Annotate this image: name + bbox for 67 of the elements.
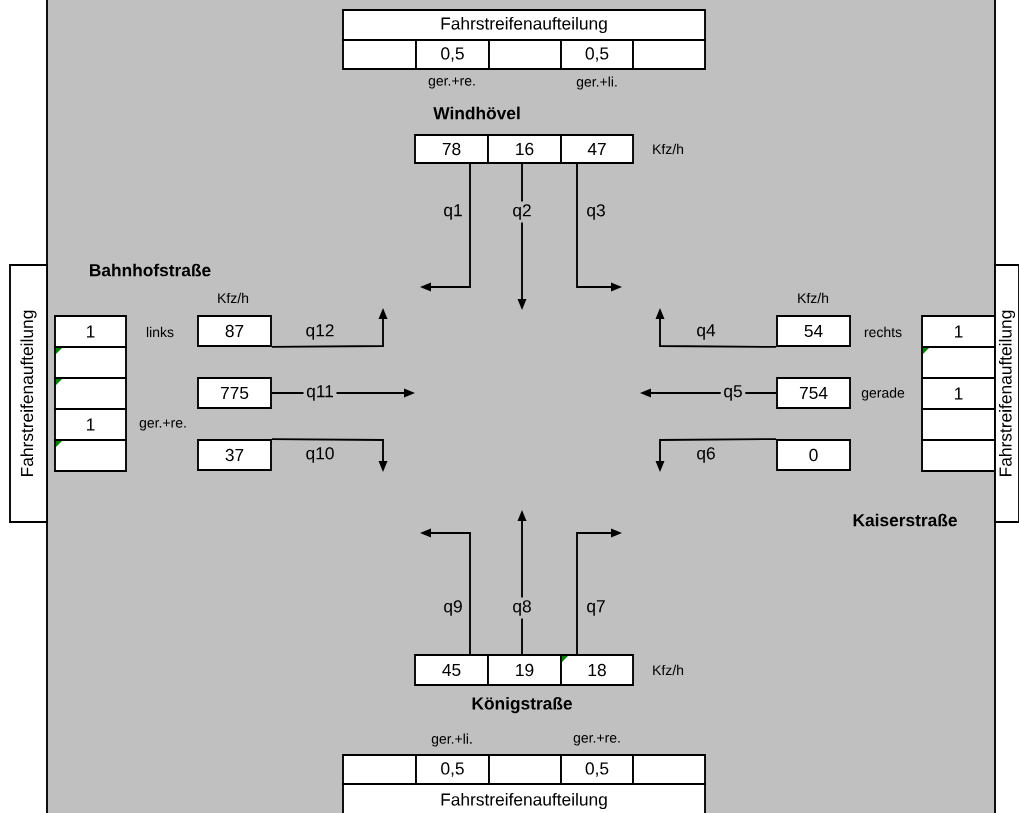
- table-cell: [921, 439, 996, 472]
- lane-label: ger.+re.: [139, 419, 186, 431]
- table-cell: 0,5: [415, 754, 490, 785]
- street-name: Windhövel: [433, 106, 520, 120]
- lane-label: Kfz/h: [653, 143, 684, 155]
- table-cell: [54, 439, 127, 472]
- volume-cell: 775: [197, 377, 272, 409]
- table-cell: [54, 377, 127, 410]
- table-cell: [632, 39, 706, 70]
- edge-label: q1: [444, 204, 462, 220]
- lane-label: ger.+li.: [576, 76, 617, 90]
- table-cell: [632, 754, 706, 785]
- table-cell: 1: [921, 377, 996, 410]
- edge-label: q8: [509, 597, 535, 619]
- street-name: Königstraße: [472, 696, 572, 714]
- lane-label: ger.+li.: [431, 733, 472, 747]
- edge-label: q12: [306, 324, 334, 340]
- street-name: Kaiserstraße: [853, 513, 957, 527]
- street-name: Bahnhofstraße: [90, 263, 211, 277]
- edge-label: q9: [444, 600, 462, 616]
- arrow: [576, 163, 622, 292]
- volume-cell: 18: [560, 654, 634, 686]
- volume-cell: 754: [776, 377, 851, 409]
- volume-cell: 0: [776, 439, 851, 471]
- table-cell: 1: [54, 315, 127, 348]
- volume-cell: 16: [487, 134, 562, 164]
- table-cell: [342, 754, 417, 785]
- volume-cell: 37: [197, 439, 272, 471]
- table-cell: [342, 39, 417, 70]
- lane-label: gerade: [861, 387, 905, 401]
- table-cell: 0,5: [560, 39, 634, 70]
- table-cell: [488, 754, 562, 785]
- lane-label: ger.+re.: [573, 734, 620, 746]
- arrow: [271, 438, 388, 472]
- table-cell: 1: [921, 315, 996, 348]
- table-cell: 1: [54, 408, 127, 441]
- edge-label: q3: [587, 204, 605, 220]
- volume-cell: 87: [197, 315, 272, 347]
- table-cell: 0,5: [415, 39, 490, 70]
- table-cell: [921, 408, 996, 441]
- lane-label: Kfz/h: [798, 292, 829, 304]
- table-cell: [54, 346, 127, 379]
- volume-cell: 19: [487, 654, 562, 686]
- lane-label: rechts: [864, 326, 902, 338]
- header-cell: Fahrstreifenaufteilung: [9, 264, 48, 523]
- table-cell: [921, 346, 996, 379]
- volume-cell: 47: [560, 134, 634, 164]
- edge-label: q6: [697, 447, 715, 463]
- arrow: [576, 528, 622, 655]
- lane-label: Kfz/h: [653, 664, 684, 676]
- lane-label: links: [146, 326, 174, 338]
- lane-label: ger.+re.: [428, 77, 475, 89]
- table-cell: [488, 39, 562, 70]
- arrow: [420, 163, 471, 292]
- lane-label: Kfz/h: [218, 292, 249, 304]
- volume-cell: 45: [414, 654, 489, 686]
- edge-label: q10: [306, 447, 334, 463]
- arrow: [271, 308, 388, 348]
- arrow: [655, 308, 777, 348]
- volume-cell: 78: [414, 134, 489, 164]
- table-cell: 0,5: [560, 754, 634, 785]
- arrow: [420, 528, 471, 655]
- arrow: [655, 438, 777, 472]
- volume-cell: 54: [776, 315, 851, 347]
- edge-label: q4: [697, 324, 716, 340]
- edge-label: q2: [509, 201, 535, 223]
- edge-label: q7: [587, 600, 605, 616]
